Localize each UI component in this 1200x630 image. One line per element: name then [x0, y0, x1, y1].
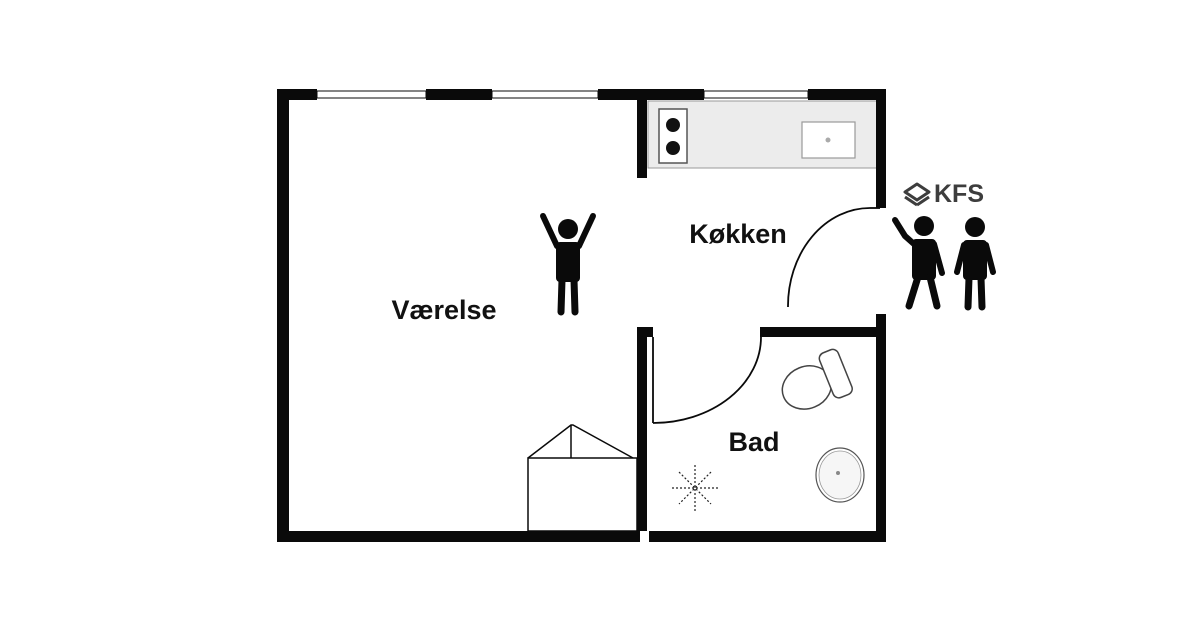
logo-mark-icon — [903, 182, 931, 207]
walls — [277, 89, 886, 542]
logo-text: KFS — [934, 180, 984, 208]
entrance-door — [787, 207, 880, 308]
bathroom-door — [652, 336, 762, 424]
kitchen-counter — [647, 100, 879, 169]
toilet-icon — [781, 348, 853, 410]
person-arms-raised-icon — [540, 213, 596, 316]
window-1 — [316, 90, 427, 99]
person-standing-icon — [954, 217, 996, 311]
windows — [316, 90, 809, 99]
room-label-bath: Bad — [728, 427, 779, 457]
ceiling-lamp-icon — [672, 465, 718, 511]
wardrobe — [527, 424, 638, 532]
person-waving-icon — [892, 216, 945, 310]
window-3 — [703, 90, 809, 99]
washbasin-icon — [815, 447, 865, 503]
room-label-kitchen: Køkken — [689, 219, 787, 249]
window-2 — [491, 90, 599, 99]
room-label-living: Værelse — [391, 295, 496, 325]
kfs-logo: KFS — [903, 180, 984, 208]
sink-icon — [801, 121, 856, 159]
stove-icon — [658, 108, 688, 164]
